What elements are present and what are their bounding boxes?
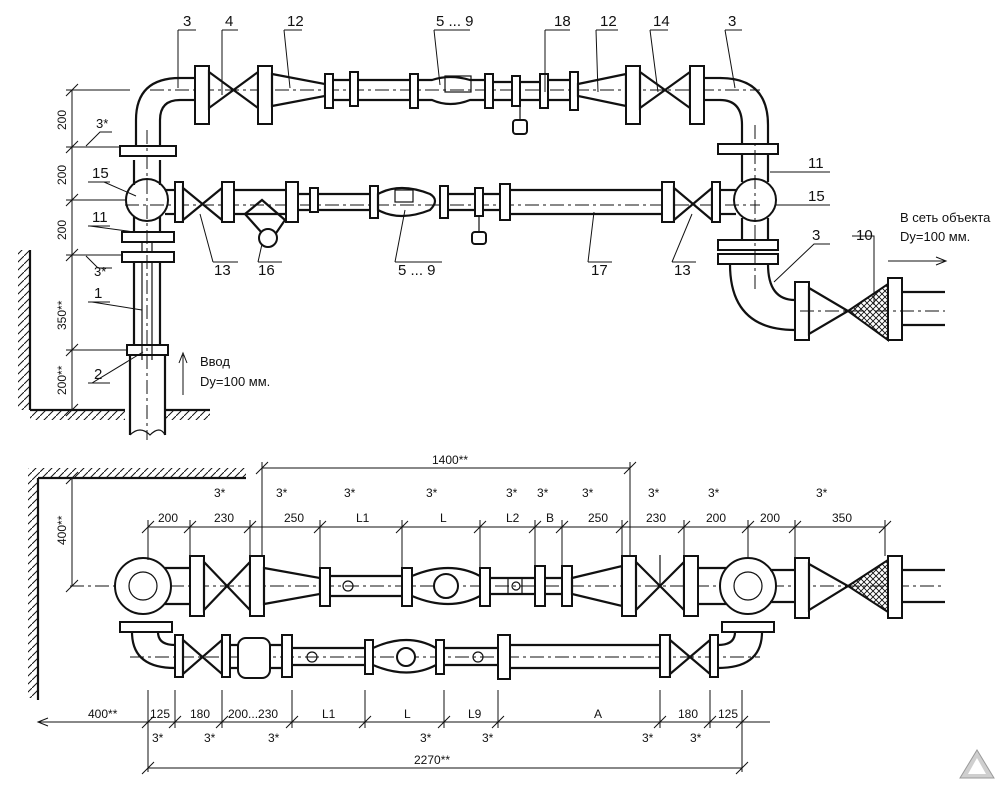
bot-dim-0: 400** (88, 707, 118, 721)
dim-200-c: 200 (55, 220, 69, 240)
top-dim-7: 250 (588, 511, 608, 525)
top-star-7: 3* (648, 486, 660, 500)
bot-dim-2: 180 (190, 707, 210, 721)
callout-17: 17 (591, 262, 608, 279)
top-dim-4: L (440, 511, 447, 525)
callout-4: 4 (225, 13, 233, 30)
dim-1400: 1400** (432, 453, 468, 467)
callout-5-9a: 5 ... 9 (436, 13, 474, 30)
inlet-riser (119, 76, 181, 440)
outlet-label: В сеть объекта (900, 210, 991, 225)
top-dimension-labels: 200 230 250 L1 L L2 B 250 230 200 200 35… (158, 511, 852, 525)
bottom-view: 1400** 400** 200 230 250 L1 L L2 B 250 2… (28, 453, 945, 775)
inlet-label: Ввод (200, 354, 230, 369)
bot-dim-5: L (404, 707, 411, 721)
callout-15b: 15 (808, 188, 825, 205)
upper-line (150, 65, 770, 135)
top-star-3: 3* (426, 486, 438, 500)
top-dim-0: 200 (158, 511, 178, 525)
callout-3b: 3 (728, 13, 736, 30)
callout-10: 10 (856, 227, 873, 244)
callout-18: 18 (554, 13, 571, 30)
callout-12a: 12 (287, 13, 304, 30)
callout-15a: 15 (92, 165, 109, 182)
bot-star-3: 3* (420, 731, 432, 745)
bottom-dimension-labels: 400** 125 180 200...230 L1 L L9 A 180 12… (88, 707, 738, 721)
top-dim-9: 200 (706, 511, 726, 525)
top-dim-3: L1 (356, 511, 370, 525)
callout-11b: 11 (808, 155, 824, 172)
top-star-5: 3* (537, 486, 549, 500)
dim-3star-b: 3* (94, 264, 106, 279)
bot-star-6: 3* (690, 731, 702, 745)
top-dim-8: 230 (646, 511, 666, 525)
top-dim-6: B (546, 511, 554, 525)
bot-star-0: 3* (152, 731, 164, 745)
callout-11a: 11 (92, 209, 108, 226)
top-star-9: 3* (816, 486, 828, 500)
dim-200-b: 200 (55, 165, 69, 185)
top-dim-11: 350 (832, 511, 852, 525)
upper-run (70, 555, 945, 619)
callout-leaders (88, 29, 875, 384)
dim-200-a: 200 (55, 110, 69, 130)
dim-350: 350** (55, 300, 69, 330)
dim-400-height: 400** (55, 515, 69, 545)
outlet-arrow (888, 256, 948, 266)
inlet-arrow (178, 351, 188, 395)
callout-12b: 12 (600, 13, 617, 30)
bot-dim-7: A (594, 707, 602, 721)
top-dim-10: 200 (760, 511, 780, 525)
bot-dim-8: 180 (678, 707, 698, 721)
bot-dim-6: L9 (468, 707, 482, 721)
callout-13b: 13 (674, 262, 691, 279)
top-star-8: 3* (708, 486, 720, 500)
top-dim-2: 250 (284, 511, 304, 525)
callout-5-9b: 5 ... 9 (398, 262, 436, 279)
outlet-size: Dy=100 мм. (900, 229, 970, 244)
bypass-line (125, 181, 760, 248)
bot-dim-3: 200...230 (228, 707, 278, 721)
bottom-star-labels: 3* 3* 3* 3* 3* 3* 3* (152, 731, 702, 745)
top-star-4: 3* (506, 486, 518, 500)
top-dim-5: L2 (506, 511, 520, 525)
dim-200-d: 200** (55, 365, 69, 395)
bot-dim-1: 125 (150, 707, 170, 721)
bot-dim-9: 125 (718, 707, 738, 721)
dim-3star-a: 3* (96, 116, 108, 131)
callout-2: 2 (94, 366, 102, 383)
right-riser (717, 125, 945, 342)
wall-hatch (18, 250, 210, 420)
callout-3a: 3 (183, 13, 191, 30)
callout-16: 16 (258, 262, 275, 279)
top-star-1: 3* (276, 486, 288, 500)
bot-dim-4: L1 (322, 707, 336, 721)
bot-star-4: 3* (482, 731, 494, 745)
logo-icon (959, 749, 995, 779)
dim-2270: 2270** (414, 753, 450, 767)
top-star-2: 3* (344, 486, 356, 500)
dimension-lines (36, 461, 892, 775)
top-view: 3 4 12 5 ... 9 18 12 14 3 15 11 1 2 13 1… (18, 13, 991, 440)
callout-13a: 13 (214, 262, 231, 279)
bot-star-5: 3* (642, 731, 654, 745)
lower-run (119, 621, 775, 680)
top-star-6: 3* (582, 486, 594, 500)
callout-3c: 3 (812, 227, 820, 244)
top-dim-1: 230 (214, 511, 234, 525)
bot-star-2: 3* (268, 731, 280, 745)
callout-1: 1 (94, 285, 102, 302)
top-star-0: 3* (214, 486, 226, 500)
callout-14: 14 (653, 13, 670, 30)
top-star-labels: 3* 3* 3* 3* 3* 3* 3* 3* 3* 3* (214, 486, 828, 500)
left-dimension-chain (65, 83, 130, 417)
bot-star-1: 3* (204, 731, 216, 745)
inlet-size: Dy=100 мм. (200, 374, 270, 389)
